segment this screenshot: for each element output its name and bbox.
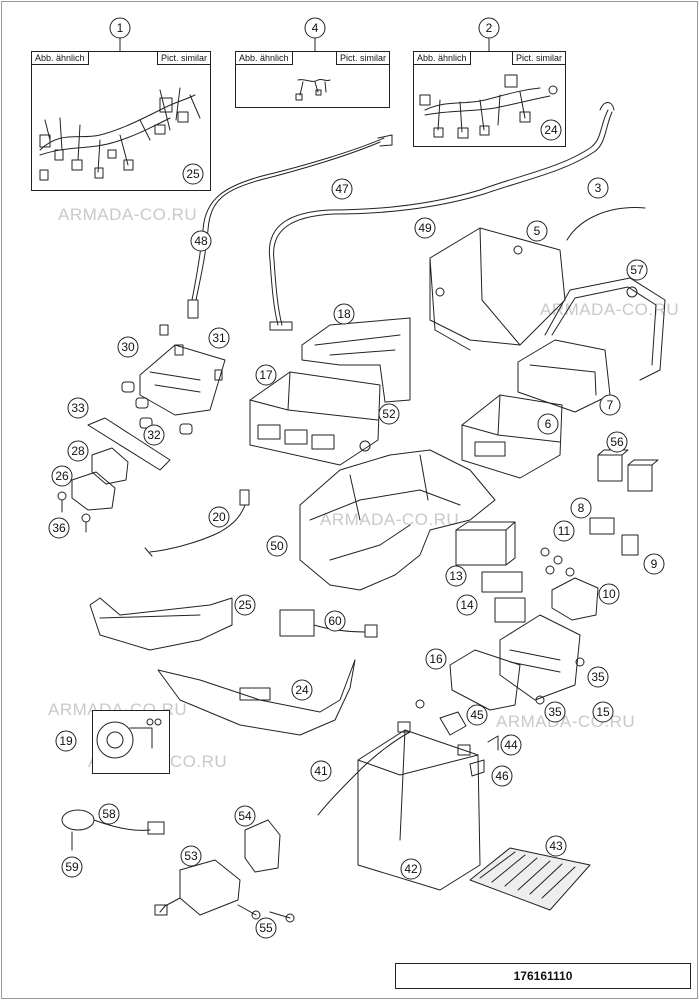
cable-carrier-24-drawing [157,659,356,736]
screws-35-drawing [535,657,585,705]
inset-label-similar-en: Pict. similar [335,52,389,65]
horn-19-drawing [96,718,162,759]
diagram-part-number: 176161110 [395,963,691,989]
watermark: ARMADA-CO.RU [58,205,198,224]
wiring-harness-partial-drawing [419,74,558,139]
fuse-box-30-drawing [139,324,226,416]
cable-47-drawing [268,102,615,331]
screws-36-drawing [57,491,91,533]
nut-46-drawing [469,759,485,777]
relay-block-10-drawing [551,577,599,621]
nuts-11-drawing [540,547,575,577]
relay-60-drawing [279,609,378,638]
electronics-tray-50-drawing [299,449,496,591]
battery-pad-43-drawing [469,847,591,911]
inset-box-4: Abb. ähnlich Pict. similar [235,51,390,108]
inset-label-similar-de: Abb. ähnlich [236,52,293,65]
relays-56-drawing [597,449,659,492]
mounting-frame-57-drawing [544,277,666,381]
bracket-33-drawing [87,417,171,471]
regulator-15-drawing [499,614,581,701]
watermark: ARMADA-CO.RU [540,300,680,319]
bolt-44-drawing [487,735,499,751]
ecu-6-drawing [461,394,563,479]
inset-box-1: Abb. ähnlich Pict. similar [31,51,211,191]
module-53-drawing [154,859,241,916]
harness-adapter-drawing [295,78,331,101]
inset-label-similar-de: Abb. ähnlich [32,52,89,65]
cable-48-drawing [187,134,393,319]
ecu-17-drawing [249,371,381,466]
screws-55-drawing [237,904,295,923]
relay-holder-7-drawing [517,339,611,413]
fuse-box-13-drawing [455,521,516,566]
battery-42-drawing [357,721,481,891]
grommet-52-drawing [359,440,371,452]
inset-label-similar-en: Pict. similar [511,52,565,65]
wiring-harness-full-drawing [39,87,201,181]
terminals-14-drawing [481,571,526,623]
sensor-cable-3-drawing [566,207,646,241]
sensor-58-drawing [61,809,165,835]
battery-cable-41-drawing [317,731,411,816]
holder-26-drawing [71,471,116,511]
inset-box-19 [92,710,170,774]
cable-carrier-25-drawing [89,597,233,651]
connector-8-drawing [589,517,615,535]
fuse-holder-16-drawing [449,649,521,711]
ecu-bracket-drawing [429,227,566,351]
inset-label-similar-de: Abb. ähnlich [414,52,471,65]
terminal-45-drawing [415,699,467,736]
connector-9-drawing [621,534,639,556]
cable-20-drawing [144,489,250,557]
ecu-cover-18-drawing [301,317,411,403]
inset-label-similar-en: Pict. similar [156,52,210,65]
grommets-32-drawing [121,381,193,435]
holder-28-drawing [91,447,129,485]
watermark: ARMADA-CO.RU [320,510,460,529]
cover-54-drawing [244,819,281,873]
